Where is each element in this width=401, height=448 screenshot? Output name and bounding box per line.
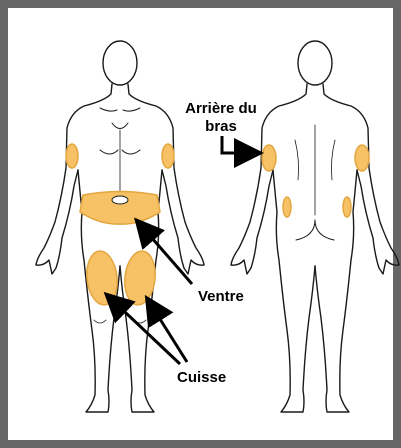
back-of-arm-arrow [222, 136, 258, 153]
back-right-arm-zone [355, 145, 369, 171]
belly-button [112, 196, 128, 204]
back-of-arm-label-line2: bras [171, 118, 271, 136]
back-left-arm-zone [262, 145, 276, 171]
belly-label: Ventre [198, 288, 244, 306]
front-view-body [36, 41, 204, 412]
left-thigh-arrow [108, 296, 180, 364]
back-of-arm-label-line1: Arrière du [171, 100, 271, 118]
left-thigh-zone [84, 250, 119, 307]
thigh-label: Cuisse [177, 369, 226, 387]
back-view-body [231, 41, 399, 412]
front-left-arm-zone [66, 144, 78, 168]
back-right-hip-zone [343, 197, 351, 217]
back-of-arm-label: Arrière du bras [171, 100, 271, 136]
back-left-hip-zone [283, 197, 291, 217]
front-right-arm-zone [162, 144, 174, 168]
pointer-arrows [108, 136, 258, 364]
